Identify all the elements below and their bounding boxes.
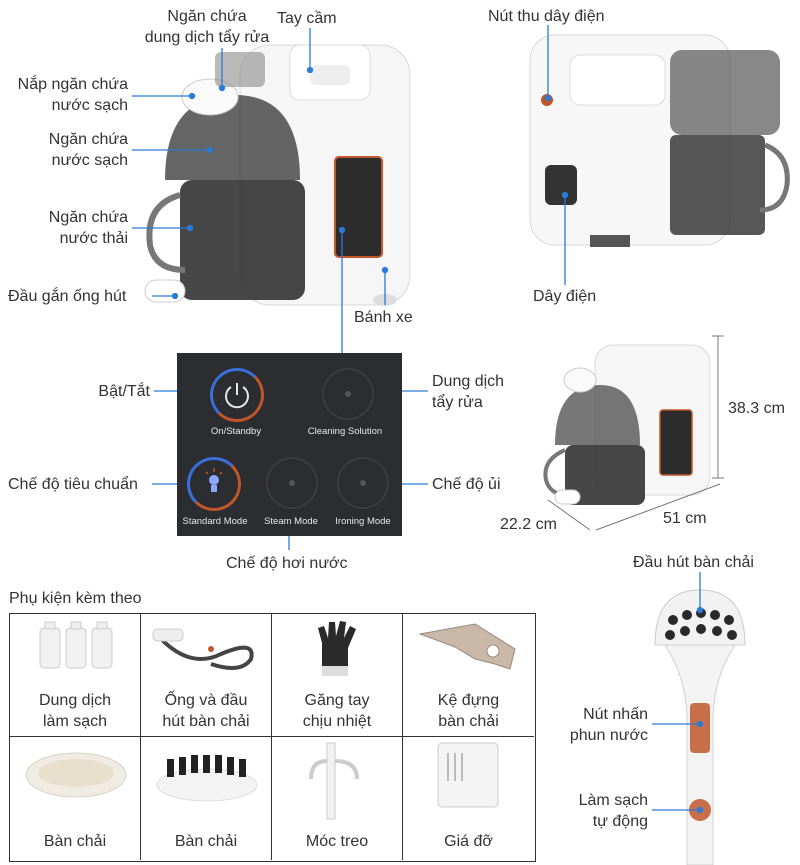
- label-power: Bật/Tắt: [98, 383, 150, 400]
- accessory-label: Dung dịch làm sạch: [38, 692, 112, 730]
- rack-image: [418, 623, 516, 670]
- accessory-label: Móc treo: [305, 833, 369, 850]
- label-wheel: Bánh xe: [354, 309, 413, 326]
- power-button[interactable]: [210, 368, 264, 422]
- soft-brush-image: [25, 752, 127, 798]
- label-ironing-mode: Chế độ ủi: [432, 476, 501, 493]
- label-standard-mode: Chế độ tiêu chuẩn: [8, 476, 138, 493]
- steam-mode-button[interactable]: [266, 457, 318, 509]
- accessory-brush-1: Bàn chải: [10, 737, 141, 860]
- power-caption: On/Standby: [210, 426, 262, 437]
- label-cord-reel: Nút thu dây điện: [488, 8, 605, 25]
- accessory-stand: Giá đỡ: [403, 737, 534, 860]
- label-steam-mode: Chế độ hơi nước: [226, 555, 348, 572]
- label-spray-button: Nút nhấn phun nước: [569, 706, 648, 744]
- back-view-image: [529, 34, 790, 247]
- label-detergent-tank: Ngăn chứa dung dịch tẩy rửa: [144, 8, 270, 46]
- accessories-title: Phụ kiện kèm theo: [9, 590, 142, 607]
- label-handle: Tay cầm: [277, 10, 337, 27]
- glove-image: [318, 621, 356, 676]
- steam-caption: Steam Mode: [264, 516, 318, 527]
- label-self-clean: Làm sạch tự động: [578, 792, 648, 830]
- accessory-label: Bàn chải: [43, 833, 107, 850]
- control-panel: On/Standby Cleaning Solution Standard Mo…: [177, 353, 402, 536]
- power-icon: [225, 383, 249, 409]
- main-product-image: [144, 44, 411, 306]
- accessory-label: Ống và đầu hút bàn chải: [162, 692, 250, 730]
- label-waste-tank: Ngăn chứa nước thải: [48, 209, 128, 247]
- hose-image: [152, 628, 254, 670]
- label-power-cord: Dây điện: [533, 288, 597, 305]
- label-cleaning-solution: Dung dịch tẩy rửa: [432, 373, 505, 411]
- dimension-view-image: [543, 344, 711, 505]
- cleaning-caption: Cleaning Solution: [307, 426, 383, 437]
- steam-icon: [289, 480, 295, 486]
- dimension-height: 38.3 cm: [728, 400, 785, 417]
- accessory-label: Bàn chải: [174, 833, 238, 850]
- ironing-caption: Ironing Mode: [335, 516, 391, 527]
- label-brush-head: Đầu hút bàn chải: [633, 554, 754, 571]
- bristle-brush-image: [156, 755, 258, 802]
- drop-icon: [345, 391, 351, 397]
- accessory-hook: Móc treo: [272, 737, 403, 860]
- accessory-label: Găng tay chịu nhiệt: [302, 692, 372, 730]
- accessory-label: Kệ đựng bàn chải: [437, 692, 500, 730]
- label-clean-tank: Ngăn chứa nước sạch: [48, 131, 128, 169]
- brush-image: [654, 589, 746, 865]
- standard-caption: Standard Mode: [182, 516, 248, 527]
- dimension-depth: 22.2 cm: [500, 516, 557, 533]
- cleaning-solution-button[interactable]: [322, 368, 374, 420]
- label-clean-cap: Nắp ngăn chứa nước sạch: [17, 76, 128, 114]
- label-hose-port: Đầu gắn ống hút: [8, 288, 127, 305]
- accessory-cleaning-solution: Dung dịch làm sạch: [10, 614, 141, 737]
- dimension-width: 51 cm: [663, 510, 707, 527]
- accessory-gloves: Găng tay chịu nhiệt: [272, 614, 403, 737]
- accessories-grid: Dung dịch làm sạch Ống và đầu hút bàn ch…: [9, 613, 536, 862]
- accessory-hose: Ống và đầu hút bàn chải: [141, 614, 272, 737]
- accessory-label: Giá đỡ: [444, 833, 493, 850]
- stand-image: [437, 742, 499, 808]
- iron-icon: [360, 480, 366, 486]
- accessory-brush-2: Bàn chải: [141, 737, 272, 860]
- standard-mode-button[interactable]: [187, 457, 241, 511]
- bottles-image: [39, 621, 113, 669]
- bulb-icon: [205, 468, 223, 492]
- ironing-mode-button[interactable]: [337, 457, 389, 509]
- hook-image: [309, 742, 359, 820]
- accessory-brush-rack: Kệ đựng bàn chải: [403, 614, 534, 737]
